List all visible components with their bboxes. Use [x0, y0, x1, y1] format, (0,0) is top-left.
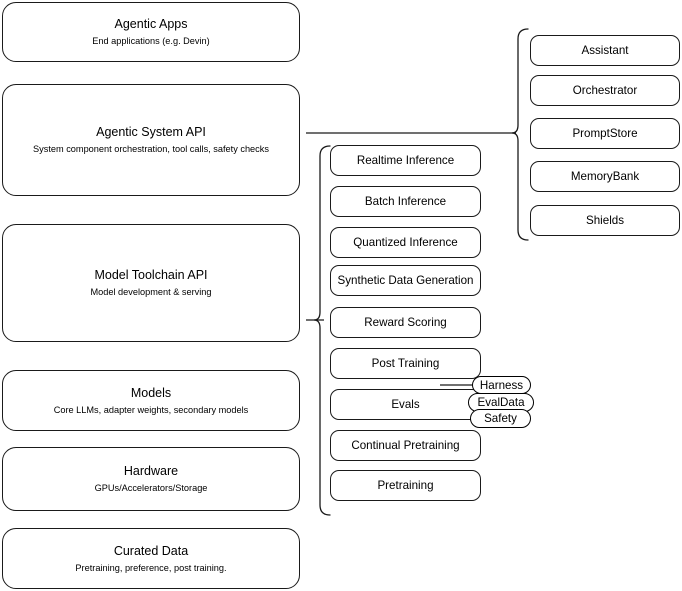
layer-subtitle: End applications (e.g. Devin): [92, 36, 210, 46]
layer-title: Agentic System API: [96, 125, 206, 139]
stack-layer-curated-data[interactable]: Curated Data Pretraining, preference, po…: [2, 528, 300, 589]
stack-layer-agentic-system-api[interactable]: Agentic System API System component orch…: [2, 84, 300, 196]
system-item-label: Orchestrator: [572, 84, 638, 97]
evals-subitem-harness[interactable]: Harness: [472, 376, 531, 394]
system-item-label: MemoryBank: [570, 170, 640, 183]
layer-title: Hardware: [123, 464, 179, 478]
layer-subtitle: Pretraining, preference, post training.: [75, 562, 227, 573]
system-item-memorybank[interactable]: MemoryBank: [530, 161, 680, 192]
stack-layer-model-toolchain-api[interactable]: Model Toolchain API Model development & …: [2, 224, 300, 342]
stack-layer-models[interactable]: Models Core LLMs, adapter weights, secon…: [2, 370, 300, 431]
toolchain-item-label: Synthetic Data Generation: [337, 274, 474, 287]
toolchain-item-synthetic-data-generation[interactable]: Synthetic Data Generation: [330, 265, 481, 296]
evals-subitem-label: EvalData: [477, 396, 525, 409]
layer-title: Agentic Apps: [114, 17, 188, 31]
system-item-label: PromptStore: [572, 127, 638, 140]
toolchain-item-label: Continual Pretraining: [351, 439, 460, 452]
system-item-promptstore[interactable]: PromptStore: [530, 118, 680, 149]
system-item-label: Assistant: [581, 44, 629, 57]
toolchain-item-label: Realtime Inference: [356, 154, 455, 167]
toolchain-item-continual-pretraining[interactable]: Continual Pretraining: [330, 430, 481, 461]
toolchain-item-label: Post Training: [371, 357, 440, 370]
toolchain-item-reward-scoring[interactable]: Reward Scoring: [330, 307, 481, 338]
system-item-shields[interactable]: Shields: [530, 205, 680, 236]
system-item-assistant[interactable]: Assistant: [530, 35, 680, 66]
toolchain-item-batch-inference[interactable]: Batch Inference: [330, 186, 481, 217]
layer-subtitle: Model development & serving: [90, 287, 212, 297]
toolchain-item-label: Batch Inference: [364, 195, 447, 208]
layer-title: Model Toolchain API: [94, 268, 208, 282]
stack-layer-hardware[interactable]: Hardware GPUs/Accelerators/Storage: [2, 447, 300, 511]
layer-title: Curated Data: [113, 543, 189, 558]
evals-subitem-label: Harness: [479, 378, 524, 392]
evals-subitem-safety[interactable]: Safety: [470, 409, 531, 428]
layer-title: Models: [130, 385, 172, 400]
toolchain-item-label: Reward Scoring: [364, 316, 447, 329]
layer-subtitle: Core LLMs, adapter weights, secondary mo…: [53, 404, 249, 415]
toolchain-item-pretraining[interactable]: Pretraining: [330, 470, 481, 501]
toolchain-item-label: Quantized Inference: [353, 236, 458, 249]
system-item-label: Shields: [585, 214, 625, 227]
toolchain-item-label: Pretraining: [377, 479, 434, 492]
evals-subitem-evaldata[interactable]: EvalData: [468, 393, 534, 412]
toolchain-item-label: Evals: [391, 398, 420, 411]
layer-subtitle: System component orchestration, tool cal…: [33, 144, 269, 154]
layer-subtitle: GPUs/Accelerators/Storage: [94, 483, 208, 493]
toolchain-item-evals[interactable]: Evals: [330, 389, 481, 420]
system-item-orchestrator[interactable]: Orchestrator: [530, 75, 680, 106]
stack-layer-agentic-apps[interactable]: Agentic Apps End applications (e.g. Devi…: [2, 2, 300, 62]
toolchain-item-realtime-inference[interactable]: Realtime Inference: [330, 145, 481, 176]
toolchain-item-post-training[interactable]: Post Training: [330, 348, 481, 379]
evals-subitem-label: Safety: [484, 412, 517, 425]
toolchain-item-quantized-inference[interactable]: Quantized Inference: [330, 227, 481, 258]
